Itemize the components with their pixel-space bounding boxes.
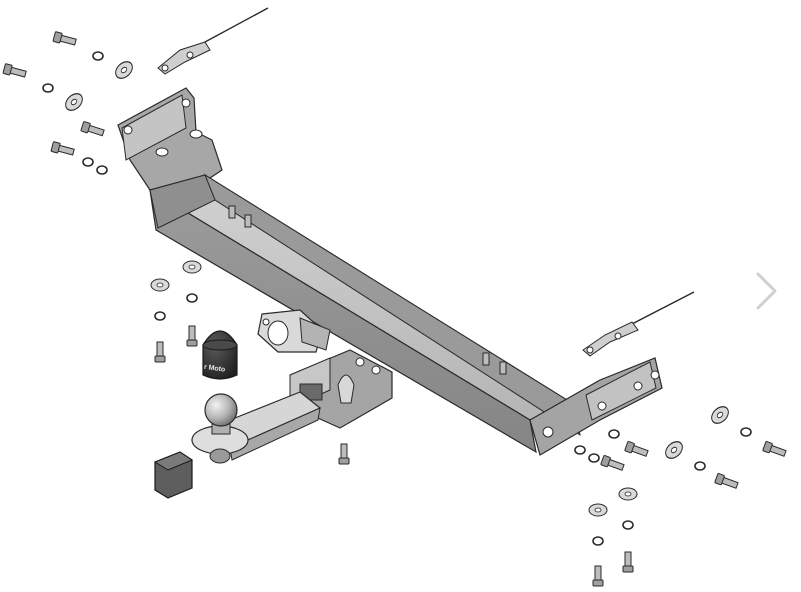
main-cross-beam [148, 173, 581, 454]
tow-ball [204, 393, 238, 435]
ball-cover-label: r Moto [203, 364, 225, 374]
left-fasteners [2, 31, 136, 175]
socket-plate [257, 309, 331, 353]
chevron-right-icon [756, 272, 777, 310]
receiver-end-cap [153, 451, 194, 499]
wiring-strap-right [582, 291, 695, 357]
ball-mount-bar [191, 391, 322, 464]
ball-cover-cap: r Moto [202, 330, 238, 380]
right-mounting-bracket [529, 357, 663, 456]
next-image-button[interactable]: chevron-right-icon [748, 266, 784, 316]
right-fasteners [574, 402, 788, 587]
beam-studs [228, 205, 507, 375]
wiring-strap-left [157, 7, 269, 75]
left-mounting-bracket [117, 87, 223, 191]
